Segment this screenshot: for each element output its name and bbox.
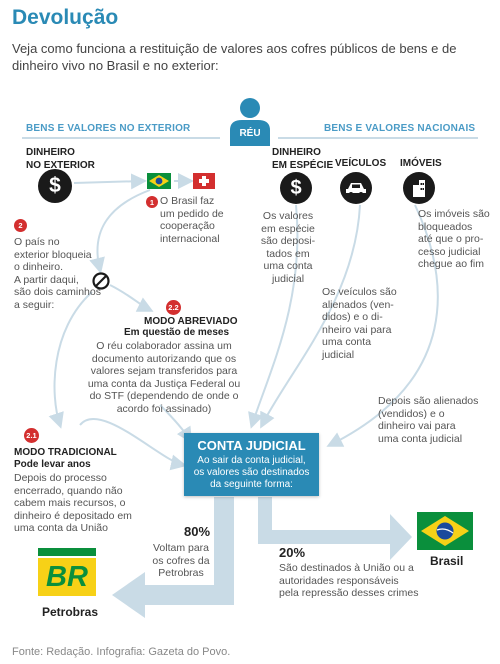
petrobras-logo: BR: [38, 548, 96, 596]
swiss-flag-icon: [193, 173, 215, 189]
brazil-flag-large: [417, 512, 473, 550]
modo-tradicional-badge: 2.1: [24, 428, 39, 443]
footer-source: Fonte: Redação. Infografia: Gazeta do Po…: [12, 646, 231, 658]
dollar-icon: $: [38, 169, 72, 203]
step1-badge: 1: [146, 196, 158, 208]
page-title: Devolução: [12, 6, 119, 29]
arrow-to-petrobras: [112, 497, 234, 618]
reu-label: RÉU: [239, 128, 261, 139]
reu-figure: RÉU: [226, 96, 274, 148]
modo-abreviado-subtitle: Em questão de meses: [124, 327, 230, 338]
block-icon: [92, 272, 110, 290]
step2-badge: 2: [14, 219, 27, 232]
car-icon: [340, 172, 372, 204]
intro-text: Veja como funciona a restituição de valo…: [12, 41, 457, 73]
brasil-name: Brasil: [430, 554, 464, 568]
petrobras-name: Petrobras: [42, 605, 99, 619]
dollar-icon: $: [280, 172, 312, 204]
petrobras-percent: 80%: [184, 524, 211, 539]
header-left: BENS E VALORES NO EXTERIOR: [26, 123, 191, 134]
petrobras-logo-text: BR: [38, 558, 96, 596]
modo-tradicional-subtitle: Pode levar anos: [14, 459, 91, 470]
conta-judicial-text: Ao sair da conta judicial,os valores são…: [193, 455, 310, 490]
modo-abreviado-title: MODO ABREVIADO: [144, 316, 238, 327]
imoveis-title: IMÓVEIS: [400, 158, 442, 169]
modo-abreviado-badge: 2.2: [166, 300, 181, 315]
building-icon: [403, 172, 435, 204]
modo-tradicional-title: MODO TRADICIONAL: [14, 447, 117, 458]
conta-judicial-box: CONTA JUDICIAL Ao sair da conta judicial…: [184, 433, 319, 496]
header-right: BENS E VALORES NACIONAIS: [324, 123, 476, 134]
person-icon: [230, 98, 270, 146]
brasil-percent: 20%: [279, 545, 306, 560]
brazil-flag-icon: [147, 173, 171, 189]
conta-judicial-title: CONTA JUDICIAL: [197, 438, 306, 453]
veiculos-title: VEÍCULOS: [335, 158, 387, 169]
